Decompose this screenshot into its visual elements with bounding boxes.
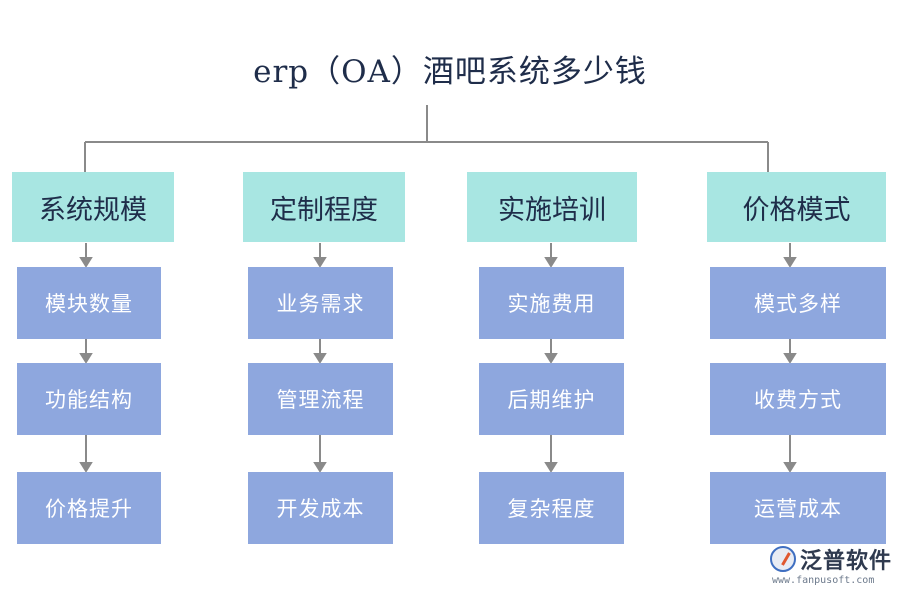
- arrow-head-c1-3: [79, 462, 93, 473]
- item-business-needs: 业务需求: [248, 267, 393, 339]
- heading-customization: 定制程度: [243, 172, 405, 242]
- item-diverse-models: 模式多样: [710, 267, 886, 339]
- brand-logo: 泛普软件 www.fanpusoft.com: [769, 543, 892, 586]
- logo-name: 泛普软件: [799, 549, 892, 574]
- item-complexity: 复杂程度: [479, 472, 624, 544]
- arrow-head-c2-1: [313, 257, 327, 268]
- arrow-head-c2-2: [313, 353, 327, 364]
- heading-system-scale: 系统规模: [12, 172, 174, 242]
- heading-implementation-training: 实施培训: [467, 172, 637, 242]
- item-function-structure: 功能结构: [17, 363, 161, 435]
- item-module-count: 模块数量: [17, 267, 161, 339]
- item-implementation-fee: 实施费用: [479, 267, 624, 339]
- arrow-head-c4-1: [783, 257, 797, 268]
- logo-mark-icon: [769, 546, 796, 572]
- arrow-head-c1-1: [79, 257, 93, 268]
- arrow-head-c1-2: [79, 353, 93, 364]
- item-maintenance: 后期维护: [479, 363, 624, 435]
- arrow-head-c3-3: [544, 462, 558, 473]
- diagram-title: erp（OA）酒吧系统多少钱: [253, 54, 647, 90]
- item-management-process: 管理流程: [248, 363, 393, 435]
- arrow-head-c3-2: [544, 353, 558, 364]
- item-charging-method: 收费方式: [710, 363, 886, 435]
- heading-pricing-model: 价格模式: [707, 172, 886, 242]
- arrow-head-c4-3: [783, 462, 797, 473]
- arrow-head-c2-3: [313, 462, 327, 473]
- item-operating-cost: 运营成本: [710, 472, 886, 544]
- logo-url: www.fanpusoft.com: [771, 575, 875, 586]
- arrow-head-c3-1: [544, 257, 558, 268]
- arrow-head-c4-2: [783, 353, 797, 364]
- item-price-increase: 价格提升: [17, 472, 161, 544]
- item-development-cost: 开发成本: [248, 472, 393, 544]
